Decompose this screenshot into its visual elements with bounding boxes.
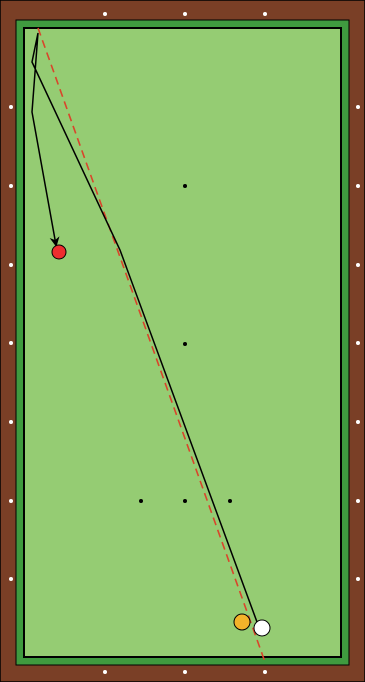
- diamond-bottom-2: [183, 670, 187, 674]
- spot-lower-right: [228, 499, 232, 503]
- diamond-right-4: [356, 341, 360, 345]
- diamond-right-5: [356, 420, 360, 424]
- spot-lower-center: [183, 499, 187, 503]
- spot-upper-center: [183, 184, 187, 188]
- diamond-left-6: [9, 499, 13, 503]
- diamond-left-4: [9, 341, 13, 345]
- diamond-right-2: [356, 184, 360, 188]
- spot-lower-left: [139, 499, 143, 503]
- diamond-left-1: [9, 105, 13, 109]
- spot-center: [183, 342, 187, 346]
- diamond-left-5: [9, 420, 13, 424]
- diamond-left-2: [9, 184, 13, 188]
- diamond-bottom-3: [263, 670, 267, 674]
- diamond-bottom-1: [103, 670, 107, 674]
- diamond-right-1: [356, 105, 360, 109]
- diamond-left-3: [9, 263, 13, 267]
- white-cue-ball: [254, 620, 270, 636]
- diamond-right-6: [356, 499, 360, 503]
- diamond-top-2: [183, 12, 187, 16]
- diamond-right-3: [356, 263, 360, 267]
- diamond-top-1: [103, 12, 107, 16]
- diamond-right-7: [356, 577, 360, 581]
- diamond-top-3: [263, 12, 267, 16]
- red-ball: [52, 245, 66, 259]
- table-cloth: [24, 28, 341, 657]
- diamond-left-7: [9, 577, 13, 581]
- yellow-ball: [234, 614, 250, 630]
